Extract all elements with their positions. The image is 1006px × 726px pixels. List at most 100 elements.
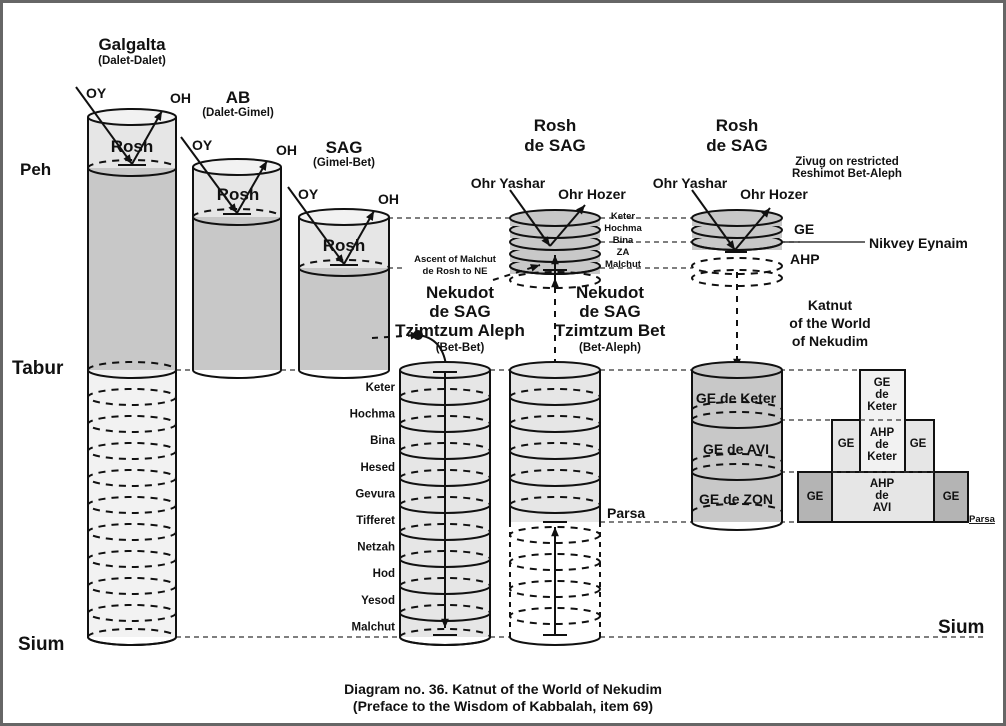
column-ab-oh-arrow-head	[259, 161, 267, 171]
ab-oh: OH	[276, 142, 297, 158]
rosh-sag1-title: Rosh	[534, 116, 577, 135]
katnut-inner-ring	[691, 453, 783, 463]
column-sag-bottom	[298, 369, 390, 379]
step-top-1: GE	[874, 377, 891, 389]
step-labels: GE de Keter AHP de Keter AHP de AVI GE G…	[807, 377, 960, 514]
sag-sub: (Gimel-Bet)	[313, 157, 375, 169]
sag-oh: OH	[378, 191, 399, 207]
sefira-label: Gevura	[355, 488, 395, 500]
katnut-bottom	[691, 521, 783, 531]
katnut-part: GE de Keter	[696, 390, 777, 406]
katnut-ring-back	[691, 411, 783, 421]
nekudot-a-ring-back	[399, 523, 491, 533]
step-top-3: Keter	[867, 401, 897, 413]
nekudot-b-ring-back	[509, 415, 601, 425]
rosh-sag-2-oy-arrow-head	[726, 240, 735, 250]
galgalta-rosh: Rosh	[111, 137, 154, 156]
sefira-label: Keter	[366, 382, 396, 394]
peh-label: Peh	[20, 160, 51, 179]
nekudot-b-l3: Tzimtzum Bet	[555, 321, 666, 340]
sium-left-label: Sium	[18, 634, 64, 655]
katnut-l3: of Nekudim	[792, 333, 868, 349]
nekudot-a-dot	[413, 330, 423, 340]
katnut-body	[692, 370, 782, 522]
nekudot-a-down-arrow-head	[441, 618, 449, 628]
nekudot-a-l4: (Bet-Bet)	[436, 342, 485, 354]
sium-right-label: Sium	[938, 617, 984, 638]
katnut-l1: Katnut	[808, 297, 853, 313]
column-galgalta-oy-arrow-head	[123, 154, 132, 164]
nekudot-b-ring-front	[509, 504, 601, 514]
step-ge: GE	[807, 491, 824, 503]
ab-title: AB	[226, 88, 251, 107]
rosh-sag2-title: Rosh	[716, 116, 759, 135]
rosh-sag-2-dashed-disc	[691, 257, 783, 275]
sefira-label: Hod	[373, 568, 395, 580]
column-ab-top	[192, 158, 282, 176]
rosh-sag-1-oh-arrow-head	[576, 205, 585, 215]
column-sag-peh-front	[298, 267, 390, 277]
rosh-sag-2-oy-arrow	[691, 189, 736, 251]
column-sag-top	[298, 208, 390, 226]
galgalta-oh: OH	[170, 90, 191, 106]
step-top-2: de	[875, 389, 888, 401]
step-mid-3: Keter	[867, 451, 897, 463]
sefirot-labels: KeterHochmaBinaHesedGevuraTifferetNetzah…	[350, 382, 396, 633]
ab-sub: (Dalet-Gimel)	[202, 107, 274, 119]
caption-line-1: Diagram no. 36. Katnut of the World of N…	[344, 681, 662, 697]
nekudot-b-l4: (Bet-Aleph)	[579, 342, 641, 354]
sefira-label: Malchut	[605, 259, 642, 270]
parsa-small-label: Parsa	[969, 514, 996, 525]
column-galgalta-guf	[88, 168, 176, 370]
sag-title: SAG	[326, 138, 363, 157]
sag-rosh: Rosh	[323, 236, 366, 255]
nekudot-b-ring-back	[509, 388, 601, 398]
nekudot-a-ring-back	[399, 577, 491, 587]
rosh-sag-1-disc	[509, 209, 601, 227]
column-ab-guf	[193, 217, 281, 370]
nekudot-b-bottom	[509, 636, 601, 646]
column-ab-oh-arrow	[236, 160, 268, 214]
step-mid-2: de	[875, 439, 888, 451]
sefira-label: Netzah	[357, 542, 395, 554]
katnut-ring-back	[691, 463, 783, 473]
step-top	[859, 369, 906, 473]
ascent-label-1: Ascent of Malchut	[414, 254, 497, 265]
katnut-top	[691, 361, 783, 379]
nekudot-a-ring-back	[399, 388, 491, 398]
sefira-label: ZA	[617, 247, 630, 258]
galgalta-ring	[87, 442, 177, 460]
ab-oy: OY	[192, 137, 213, 153]
katnut-ring-front	[691, 471, 783, 481]
nekudot-a-ring-back	[399, 415, 491, 425]
column-sag-peh-back	[298, 259, 390, 269]
katnut-ring-front	[691, 419, 783, 429]
column-ab-peh-front	[192, 216, 282, 226]
step-ge: GE	[838, 438, 855, 450]
nekudot-b-dashed-ring	[509, 580, 601, 598]
ge-label: GE	[794, 221, 814, 237]
nikvey-eynaim-label: Nikvey Eynaim	[869, 235, 968, 251]
rosh-sag2-oy: Ohr Yashar	[653, 175, 728, 191]
galgalta-title: Galgalta	[98, 35, 166, 54]
galgalta-ring	[87, 388, 177, 406]
nekudot-b-l2: de SAG	[579, 302, 640, 321]
diagram-shapes	[75, 86, 985, 646]
ascent-arrow-head	[551, 255, 559, 265]
rosh-sag2-oh: Ohr Hozer	[740, 186, 808, 202]
nekudot-b-l1: Nekudot	[576, 283, 644, 302]
step-mid-1: AHP	[870, 427, 895, 439]
galgalta-ring	[87, 577, 177, 595]
nekudot-b-top	[509, 361, 601, 379]
katnut-inner-ring	[691, 503, 783, 513]
sefira-label: Bina	[613, 235, 634, 246]
column-galgalta-peh-back	[87, 159, 177, 169]
nekudot-b-dashed-ring	[509, 607, 601, 625]
rosh-sag1-oy: Ohr Yashar	[471, 175, 546, 191]
rosh-sag-1-oy-arrow	[509, 189, 551, 247]
sefira-label: Hesed	[360, 462, 395, 474]
column-galgalta-peh-front	[87, 167, 177, 177]
galgalta-below-tabur	[88, 370, 176, 637]
nekudot-b-ring-front	[509, 423, 601, 433]
